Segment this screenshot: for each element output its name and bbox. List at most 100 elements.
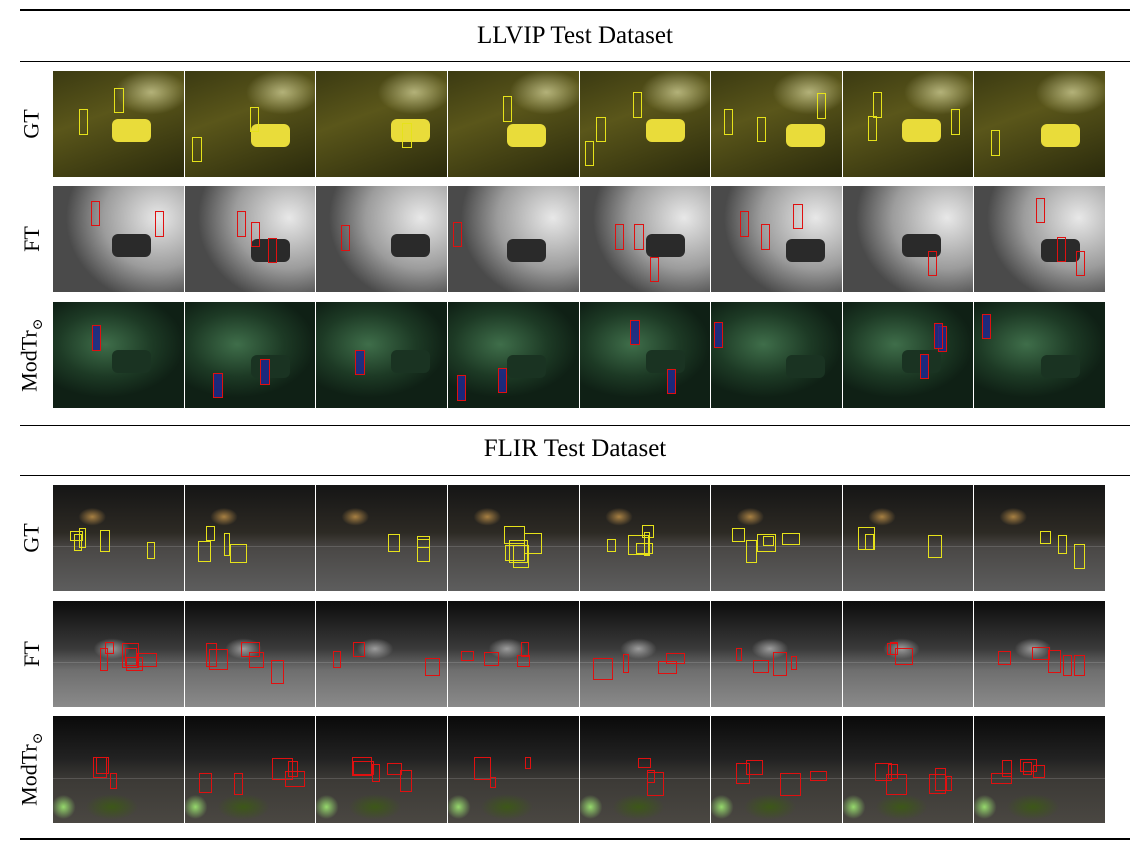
detection-box [474,756,491,781]
row-label-flir-ft: FT [19,641,44,667]
detection-box [386,763,403,775]
detection-box [248,651,265,668]
strip-flir-gt [53,485,1105,591]
car-shape [646,233,686,257]
car-shape [390,233,430,257]
detection-box [793,204,803,230]
image-frame [53,601,185,707]
image-frame [711,302,843,408]
strip-flir-ft [53,601,1105,707]
car-shape [1040,355,1081,379]
image-frame [447,71,580,177]
road-line [974,778,1105,780]
detection-box [887,643,898,656]
road-line [447,662,579,664]
detection-box [630,320,640,346]
detection-box [810,770,828,782]
detection-box [453,222,463,248]
image-frame [711,186,843,292]
detection-box [1022,762,1032,775]
detection-box [756,116,766,143]
detection-box [1057,534,1068,554]
detection-box [633,92,643,118]
detection-box [285,770,305,787]
detection-box [402,122,412,149]
car-shape [390,118,430,142]
detection-box [781,532,800,546]
detection-box [100,529,111,552]
detection-box [355,349,365,376]
image-frame [579,601,712,707]
bottom-rule [20,838,1130,840]
detection-box [110,772,117,789]
detection-box [69,530,84,542]
image-frame [974,601,1105,707]
llvip-title-rule [20,61,1130,62]
image-frame [447,186,580,292]
image-frame [974,71,1105,177]
detection-box [934,323,944,349]
car-shape [785,124,825,148]
row-label-llvip-ft: FT [19,226,44,252]
road-line [316,662,447,664]
road-line [711,662,842,664]
image-frame [316,186,448,292]
road-line [842,546,974,548]
row-label-flir-modtr: ModTr⊙ [16,732,47,807]
section-title-llvip: LLVIP Test Dataset [477,22,673,49]
detection-box [606,539,617,552]
detection-box [489,776,497,788]
detection-box [732,528,746,543]
car-shape [1040,124,1081,148]
detection-box [223,532,231,556]
road-line [579,546,711,548]
image-frame [447,302,580,408]
detection-box [230,544,248,564]
detection-box [642,525,654,538]
car-shape [251,124,291,148]
image-frame [184,485,317,591]
detection-box [416,539,430,563]
road-line [579,778,711,780]
detection-box [650,257,660,283]
detection-box [154,211,165,237]
image-frame [842,485,975,591]
detection-box [126,657,144,671]
detection-box [1063,655,1073,677]
image-frame [316,485,448,591]
top-rule [20,9,1130,11]
detection-box [1073,544,1086,569]
detection-box [596,116,606,143]
detection-box [213,373,223,399]
detection-box [192,136,202,163]
detection-box [780,772,802,797]
detection-box [524,756,532,770]
image-frame [842,186,975,292]
detection-box [739,211,749,237]
road-line [184,662,316,664]
detection-box [1039,530,1052,545]
image-frame [184,302,317,408]
detection-box [1033,765,1045,779]
detection-box [872,92,882,118]
detection-box [752,660,769,674]
detection-box [251,222,261,248]
detection-box [198,772,213,794]
detection-box [147,542,155,560]
image-frame [184,716,317,823]
detection-box [895,647,914,665]
detection-box [521,642,529,658]
detection-box [945,775,953,791]
detection-box [513,545,529,568]
road-line [316,546,447,548]
detection-box [735,647,743,662]
car-shape [646,349,686,373]
detection-box [523,532,542,554]
detection-box [1056,236,1066,263]
detection-box [399,769,412,792]
car-shape [251,355,291,379]
detection-box [79,109,89,135]
detection-box [1035,197,1045,224]
detection-box [667,368,677,395]
road-line [974,546,1105,548]
